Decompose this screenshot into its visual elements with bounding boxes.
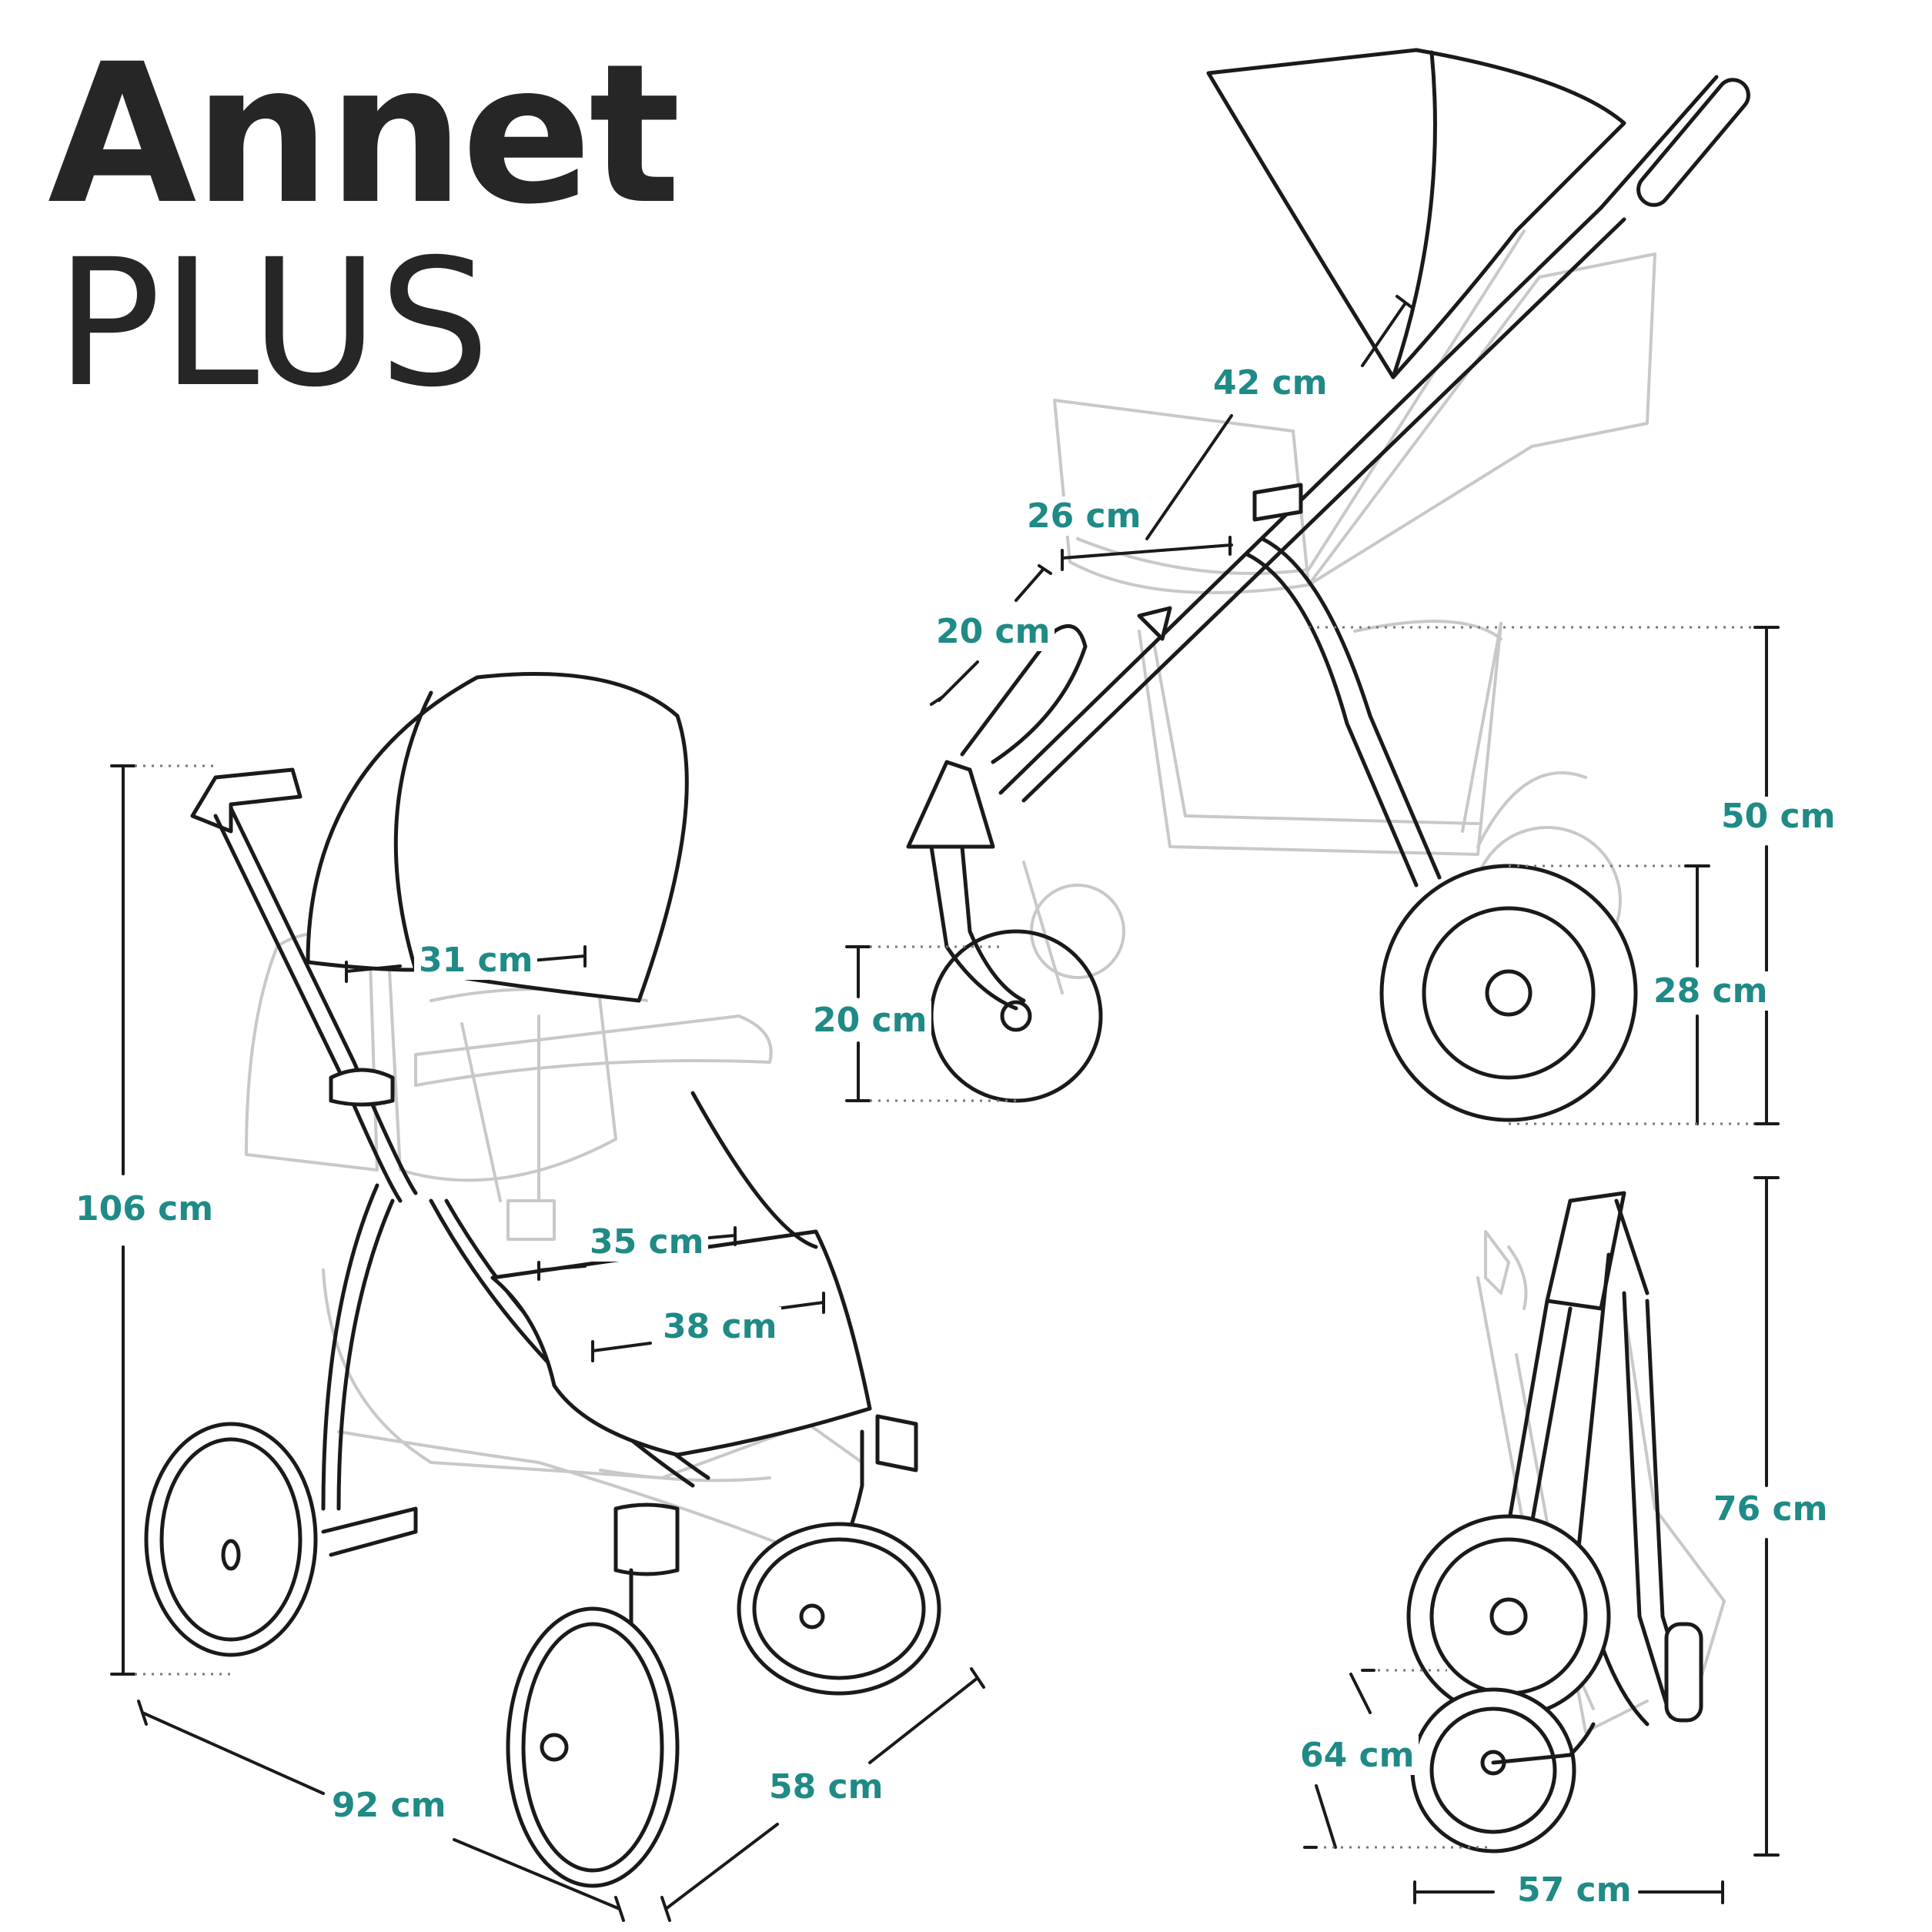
- side-view-dimension-lines: [845, 295, 1780, 1125]
- brand-title: Annet: [48, 22, 681, 246]
- side-view-stroller: [906, 48, 1750, 1122]
- front-wheel-diameter-label: 20 cm: [808, 1001, 932, 1040]
- total-length-label: 92 cm: [327, 1786, 451, 1825]
- bumper-depth-label: 26 cm: [1022, 496, 1146, 536]
- total-width-label: 58 cm: [764, 1767, 888, 1807]
- total-height-label: 106 cm: [71, 1189, 219, 1228]
- canopy-depth-label: 42 cm: [1208, 363, 1332, 403]
- seat-width-label: 35 cm: [585, 1222, 709, 1262]
- front-view-stroller: [144, 672, 941, 1888]
- folded-stroller: [1406, 1191, 1726, 1853]
- model-title: PLUS: [55, 221, 490, 426]
- backrest-width-label: 31 cm: [414, 941, 538, 980]
- folded-dimension-lines: [1303, 1176, 1780, 1904]
- folded-width-label: 57 cm: [1513, 1870, 1636, 1910]
- folded-depth-label: 64 cm: [1295, 1736, 1419, 1775]
- footrest-length-label: 20 cm: [931, 612, 1055, 651]
- seat-height-label: 50 cm: [1716, 797, 1840, 836]
- front-view-dimension-lines: [110, 764, 985, 1922]
- seat-depth-label: 38 cm: [658, 1307, 782, 1346]
- folded-height-label: 76 cm: [1709, 1489, 1833, 1529]
- rear-wheel-diameter-label: 28 cm: [1649, 971, 1773, 1011]
